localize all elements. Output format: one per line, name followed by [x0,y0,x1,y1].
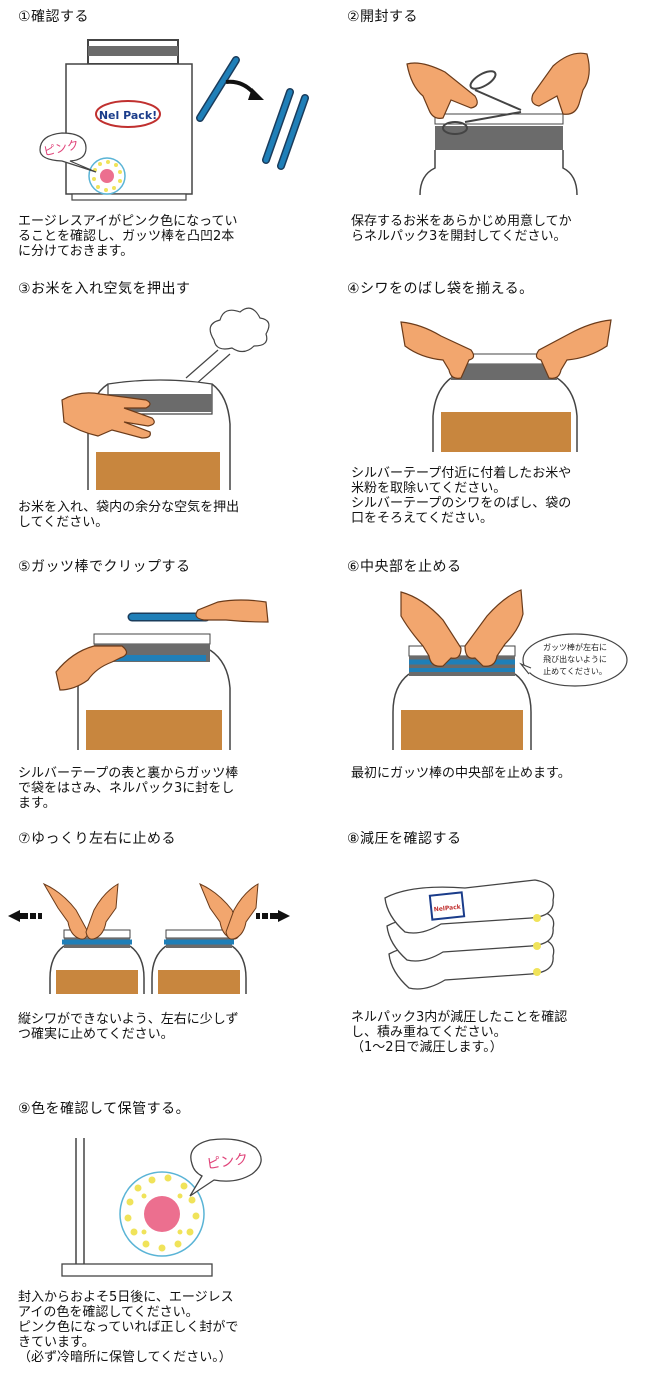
step-1: ①確認する Nel Pack! ピンク [0,0,325,272]
step-3-illustration [61,307,270,490]
step-5-title: ⑤ガッツ棒でクリップする [18,559,191,575]
step-7-title: ⑦ゆっくり左右に止める [18,831,177,847]
step-4-description: シルバーテープ付近に付着したお米や 米粉を取除いてください。 シルバーテープのシ… [351,466,572,526]
step-5-illustration [55,599,269,750]
arrow-right-icon [256,910,290,922]
step-3-description: お米を入れ、袋内の余分な空気を押出 してください。 [18,500,240,530]
logo-text: Nel Pack! [99,109,157,122]
step-4: ④シワをのばし袋を揃える。 シルバーテープ付近に付着したお米や 米粉を取除いてく… [325,272,650,544]
bag-stamp: NelPack [428,891,466,921]
step-2: ②開封する 保存するお米をあらかじめ用意してか らネルパック3を開封してください… [325,0,650,272]
hand-left [406,62,478,119]
step-1-illustration: Nel Pack! ピンク [39,39,309,201]
note-bubble: ガッツ棒が左右に 飛び出ないように 止めてください。 [519,633,628,687]
step-5-description: シルバーテープの表と裏からガッツ棒 で袋をはさみ、ネルパック3に封をし ます。 [18,766,239,811]
step-9-description: 封入からおよそ5日後に、エージレス アイの色を確認してください。 ピンク色になっ… [18,1290,239,1365]
step-3: ③お米を入れ空気を押出す お米を入れ、袋内の余分な空気を押出 してください。 [0,272,325,544]
bubble-line-1: ガッツ棒が左右に [543,642,607,652]
hand-right [531,52,590,115]
hand-left [400,591,462,667]
scissors-icon [442,70,522,135]
step-8-illustration: NelPack [384,879,555,990]
hand-right [464,589,524,667]
step-4-illustration [400,319,612,452]
step-7-illustration [8,882,290,994]
step-5: ⑤ガッツ棒でクリップする シルバーテープの表と裏からガッツ棒 で袋をはさみ、ネル… [0,550,325,822]
step-6-description: 最初にガッツ棒の中央部を止めます。 [351,766,571,781]
ageless-eye-indicator [119,1171,205,1257]
step-6-illustration: ガッツ棒が左右に 飛び出ないように 止めてください。 [392,589,628,750]
step-1-description: エージレスアイがピンク色になってい ることを確認し、ガッツ棒を凸凹2本 に分けて… [18,214,238,259]
hand-right [535,319,612,379]
stacked-bags [384,879,555,990]
bubble-line-3: 止めてください。 [543,666,607,676]
pressing-hand [61,392,155,439]
step-6: ⑥中央部を止める ガッツ棒が左右に 飛び出ないように 止めてください。 最初にガ… [325,550,650,822]
step-9-illustration: ピンク [61,1138,262,1277]
step-8-title: ⑧減圧を確認する [347,831,462,847]
bubble-line-2: 飛び出ないように [543,654,607,664]
ageless-eye-indicator [88,157,126,195]
step-3-title: ③お米を入れ空気を押出す [18,281,191,297]
hand-holding-rod [195,599,269,623]
step-4-title: ④シワをのばし袋を揃える。 [347,281,534,297]
step-9-title: ⑨色を確認して保管する。 [18,1101,191,1117]
step-1-title: ①確認する [18,9,90,25]
hand-left [400,321,475,379]
step-2-illustration [406,52,590,196]
step-8: ⑧減圧を確認する NelPack ネルパック3内が減圧したことを確認 し、積み重… [325,822,650,1094]
step-2-title: ②開封する [347,9,419,25]
step-6-title: ⑥中央部を止める [347,559,462,575]
step-7-description: 縦シワができないよう、左右に少しず つ確実に止めてください。 [18,1012,239,1042]
pink-label: ピンク [206,1151,250,1173]
hand-left [55,645,128,691]
step-8-description: ネルパック3内が減圧したことを確認 し、積み重ねてください。 （1～2日で減圧し… [351,1010,568,1055]
guts-rod-icon [196,56,309,170]
air-cloud-icon [185,307,270,385]
bag-stamp-text: NelPack [433,903,462,913]
nelpack-logo: Nel Pack! [95,100,161,128]
step-9: ⑨色を確認して保管する。 ピンク 封入からおよそ5日後に、エージレス アイの色を… [0,1092,325,1380]
step-2-description: 保存するお米をあらかじめ用意してか らネルパック3を開封してください。 [351,214,572,244]
step-7: ⑦ゆっくり左右に止める 縦シワが [0,822,325,1094]
arrow-left-icon [8,910,42,922]
